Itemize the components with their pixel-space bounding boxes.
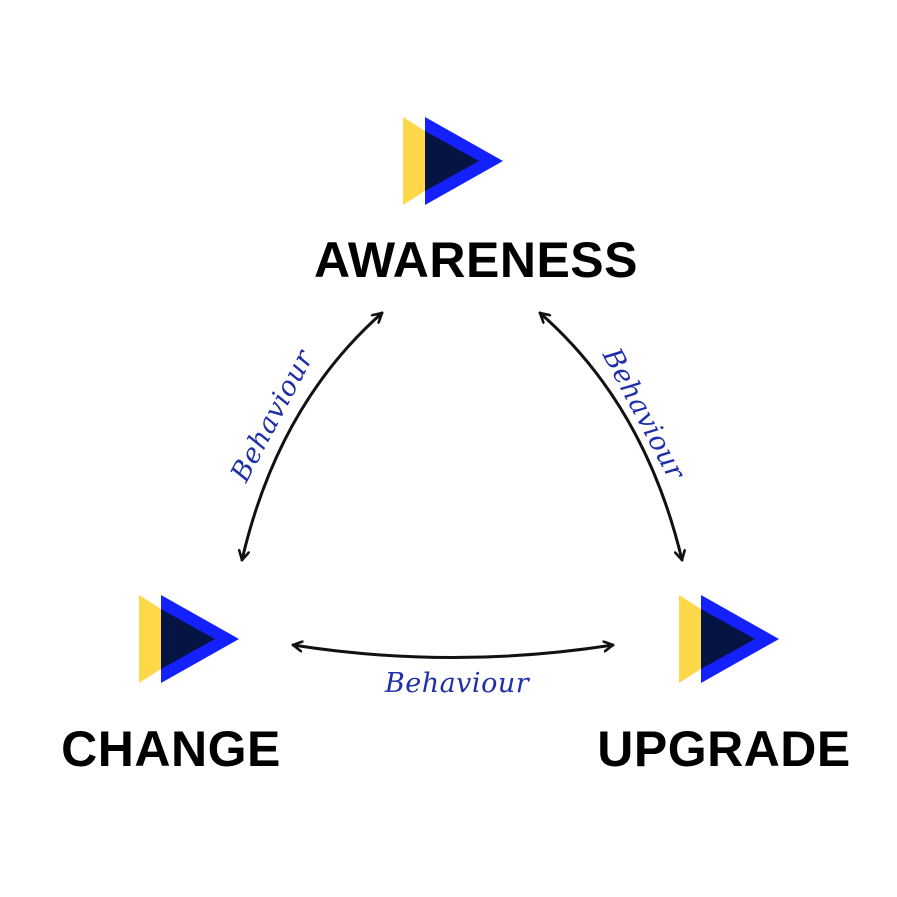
change-play-icon [139, 595, 239, 683]
arrow-change-upgrade [291, 645, 615, 659]
upgrade-play-icon [679, 595, 779, 683]
awareness-play-icon [403, 117, 503, 205]
icon-navy-triangle [701, 609, 755, 669]
icon-navy-triangle [161, 609, 215, 669]
awareness-label: AWARENESS [314, 232, 638, 288]
icon-navy-triangle [425, 131, 479, 191]
arrow-awareness-change [242, 311, 384, 562]
upgrade-label: UPGRADE [597, 721, 851, 777]
node-awareness: AWARENESS [314, 117, 638, 288]
node-upgrade: UPGRADE [597, 595, 851, 777]
arrow-awareness-upgrade [538, 311, 682, 562]
edge-label-change-upgrade: Behaviour [384, 668, 531, 699]
node-change: CHANGE [61, 595, 281, 777]
edge-change-upgrade: Behaviour [291, 645, 615, 699]
change-label: CHANGE [61, 721, 281, 777]
